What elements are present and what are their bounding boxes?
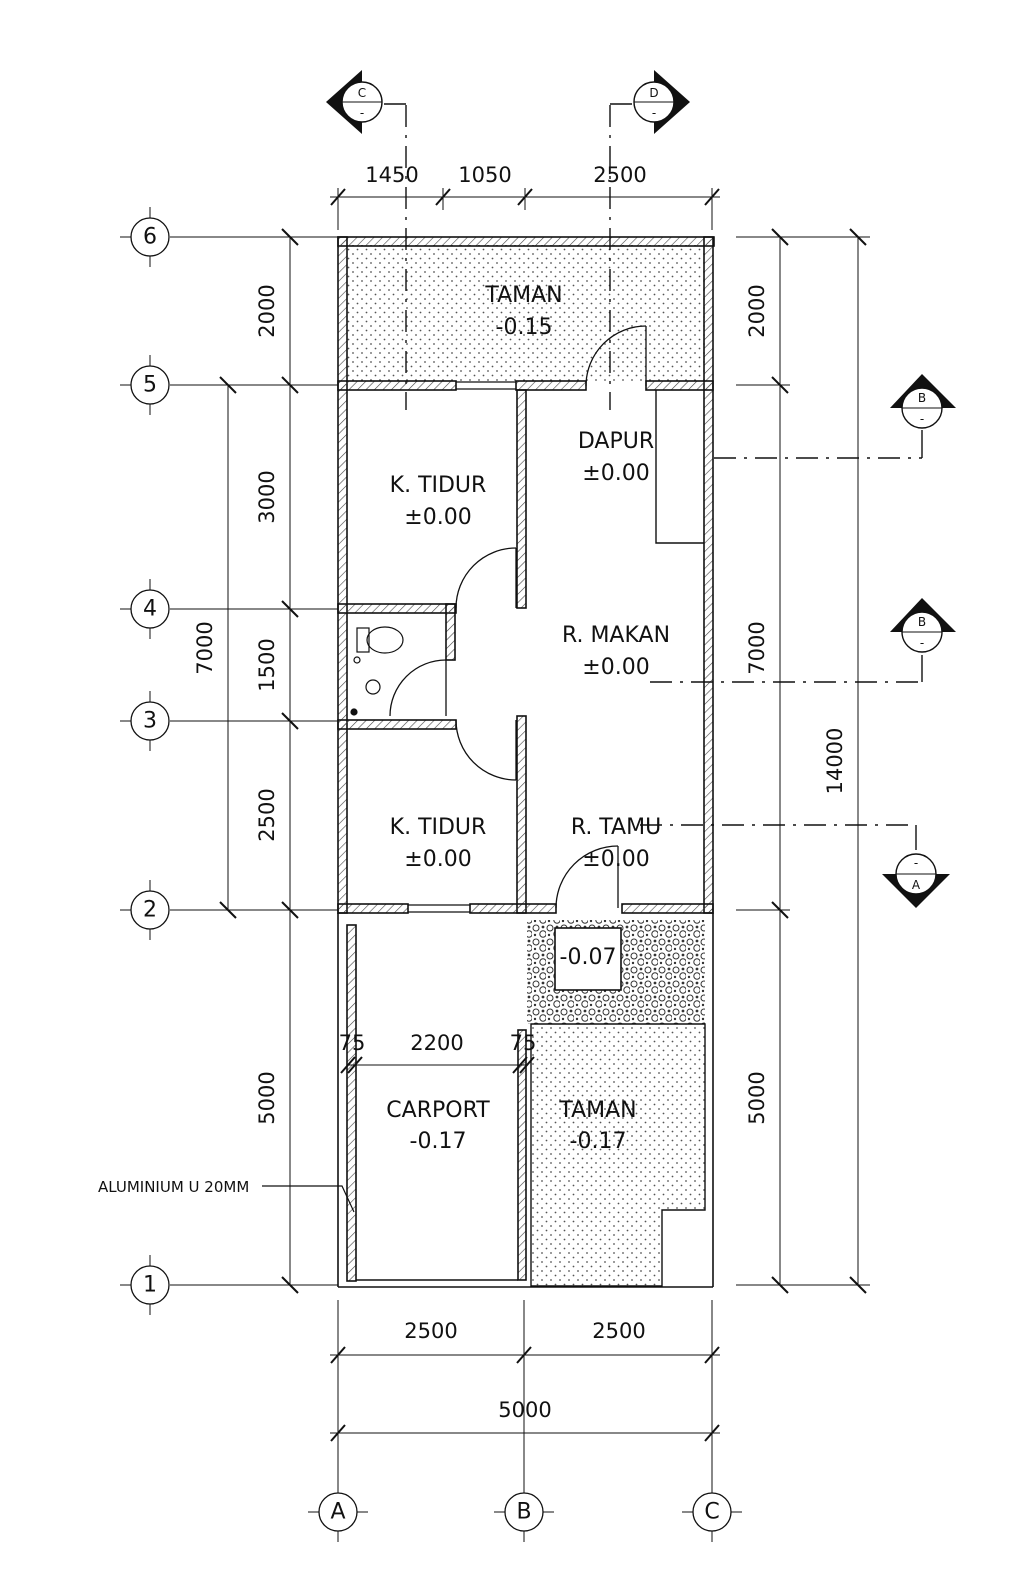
aluminium-leader	[262, 1185, 355, 1213]
dimension-lines	[227, 196, 859, 1434]
r-tamu-name: R. TAMU	[571, 815, 661, 840]
grid-label-b: B	[516, 1500, 531, 1525]
grid-label-a: A	[330, 1500, 345, 1525]
section-d-sub: -	[652, 106, 656, 120]
dim-right-7000: 7000	[745, 621, 769, 674]
grid-label-3: 3	[143, 709, 157, 734]
teras-level-box	[554, 927, 622, 991]
section-marker-b-upper: B -	[890, 374, 956, 429]
dim-left-7000: 7000	[193, 621, 217, 674]
dim-bottom-2500-right: 2500	[592, 1319, 645, 1343]
k-tidur-1-level: ±0.00	[404, 505, 471, 530]
section-c-letter: C	[358, 86, 366, 100]
k-tidur-2-level: ±0.00	[404, 847, 471, 872]
k-tidur-2-name: K. TIDUR	[390, 815, 487, 840]
dim-bottom-2500-left: 2500	[404, 1319, 457, 1343]
r-makan-name: R. MAKAN	[562, 623, 670, 648]
dim-carport-75-right: 75	[510, 1031, 537, 1055]
dim-bottom-5000: 5000	[498, 1398, 551, 1422]
section-marker-b-lower: B -	[890, 598, 956, 653]
taman-front-fill	[530, 1023, 706, 1287]
dim-left-2000: 2000	[255, 284, 279, 337]
dim-top-1050: 1050	[458, 163, 511, 187]
carport-name: CARPORT	[386, 1098, 490, 1123]
grid-label-c: C	[704, 1500, 719, 1525]
bathroom-fixtures	[350, 626, 404, 716]
dim-right-14000: 14000	[823, 728, 847, 795]
grid-label-4: 4	[143, 597, 157, 622]
section-d-letter: D	[649, 86, 658, 100]
dim-top-1450: 1450	[365, 163, 418, 187]
dim-top-2500: 2500	[593, 163, 646, 187]
dim-carport-2200: 2200	[410, 1031, 463, 1055]
grid-label-2: 2	[143, 898, 157, 923]
kitchen-counter	[655, 390, 704, 544]
k-tidur-1-name: K. TIDUR	[390, 473, 487, 498]
dim-right-5000: 5000	[745, 1071, 769, 1124]
section-c-sub: -	[360, 106, 364, 120]
section-b2-sub: -	[920, 636, 924, 650]
taman-top-name: TAMAN	[484, 283, 562, 308]
dapur-level: ±0.00	[582, 461, 649, 486]
section-b1-letter: B	[918, 391, 926, 405]
dim-left-5000: 5000	[255, 1071, 279, 1124]
section-b2-letter: B	[918, 615, 926, 629]
dim-left-2500: 2500	[255, 788, 279, 841]
dim-left-3000: 3000	[255, 470, 279, 523]
taman-top-level: -0.15	[496, 315, 553, 340]
grid-label-6: 6	[143, 225, 157, 250]
dapur-name: DAPUR	[578, 429, 654, 454]
section-a-sub: -	[914, 856, 918, 870]
teras-level: -0.07	[560, 945, 617, 970]
section-a-letter: A	[912, 878, 921, 892]
dim-carport-75-left: 75	[339, 1031, 366, 1055]
r-tamu-level: ±0.00	[582, 847, 649, 872]
dim-left-1500: 1500	[255, 638, 279, 691]
aluminium-note: ALUMINIUM U 20MM	[98, 1178, 249, 1196]
doors	[389, 325, 647, 909]
grid-label-1: 1	[143, 1273, 157, 1298]
taman-top-fill	[346, 245, 705, 382]
taman-front-level: -0.17	[570, 1129, 627, 1154]
walls	[337, 236, 715, 1282]
section-marker-a: - A	[882, 853, 950, 908]
carport-level: -0.17	[410, 1129, 467, 1154]
section-marker-c: C -	[326, 70, 383, 134]
dim-right-2000: 2000	[745, 284, 769, 337]
taman-front-name: TAMAN	[558, 1098, 636, 1123]
section-marker-d: D -	[633, 70, 690, 134]
r-makan-level: ±0.00	[582, 655, 649, 680]
grid-lines	[170, 188, 870, 1495]
grid-label-5: 5	[143, 373, 157, 398]
section-b1-sub: -	[920, 412, 924, 426]
